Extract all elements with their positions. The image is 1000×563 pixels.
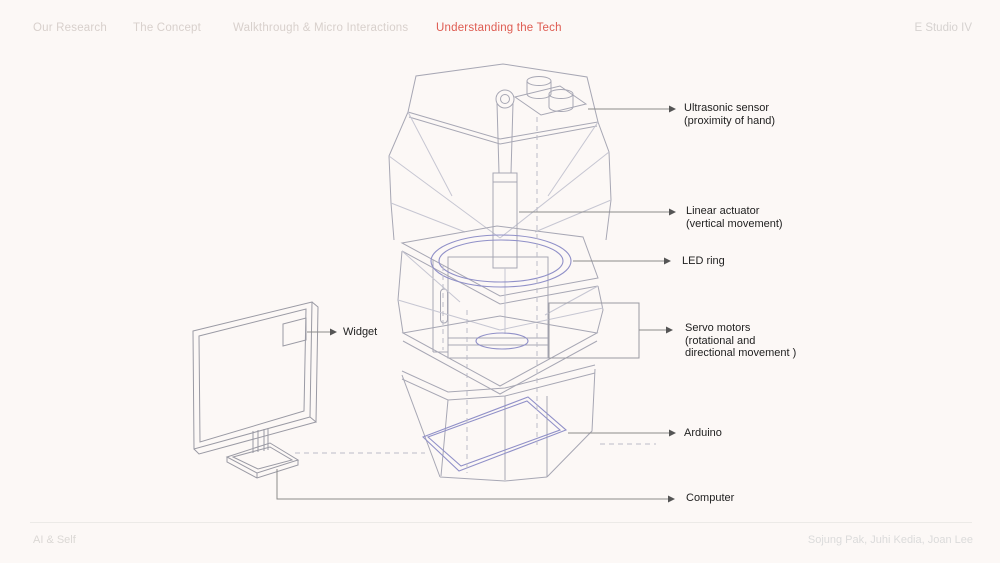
label-led-ring: LED ring [682,255,725,268]
widget-rect [282,317,307,347]
monitor-screen [192,301,313,450]
lower-skirt [397,250,604,334]
servo-disc [475,332,529,350]
nav-understanding-the-tech[interactable]: Understanding the Tech [436,22,562,34]
linear-actuator-part [492,89,518,334]
device-drawing [388,63,612,482]
led-ring-part [430,234,572,288]
arrowheads [330,105,676,503]
led-ring-plate [400,225,599,305]
label-title: Linear actuator [686,205,760,217]
bottom-container [401,364,596,482]
nav-studio-label: E Studio IV [914,22,972,34]
arrow-icon [664,257,671,265]
leader-lines [276,108,669,500]
servo-bracket-box [548,302,640,359]
nav-the-concept[interactable]: The Concept [133,22,202,34]
footer-divider [30,522,972,523]
upper-skirt [388,111,612,241]
servo-plate [401,315,599,395]
monitor-stand [225,428,300,479]
label-title: Ultrasonic sensor [684,102,769,114]
arrow-icon [330,328,337,336]
label-computer: Computer [686,492,734,505]
nav-our-research[interactable]: Our Research [33,22,107,34]
label-title: LED ring [682,255,725,267]
arrow-icon [669,208,676,216]
arrow-icon [668,495,675,503]
label-ultrasonic-sensor: Ultrasonic sensor (proximity of hand) [684,102,775,127]
top-plate [407,63,599,145]
dashed-guides [295,117,656,473]
servo-housing [432,256,549,359]
label-title: Arduino [684,427,722,439]
footer-project-title: AI & Self [33,534,76,546]
nav-walkthrough[interactable]: Walkthrough & Micro Interactions [233,22,409,34]
arrow-icon [669,105,676,113]
label-subtitle: (proximity of hand) [684,114,776,127]
label-subtitle: directional movement ) [685,347,797,359]
label-subtitle: (vertical movement) [686,217,783,230]
arduino-board [421,396,568,472]
label-subtitle: (rotational and [685,334,756,347]
label-arduino: Arduino [684,427,722,440]
monitor-drawing [192,301,319,479]
label-widget: Widget [343,326,377,339]
ultrasonic-sensor-part [513,76,588,116]
arrow-icon [666,326,673,334]
footer-authors: Sojung Pak, Juhi Kedia, Joan Lee [807,534,973,546]
label-servo-motors: Servo motors (rotational and directional… [685,322,796,360]
label-linear-actuator: Linear actuator (vertical movement) [686,205,783,230]
leader-computer [276,469,668,500]
arrow-icon [669,429,676,437]
label-title: Servo motors [685,322,751,334]
label-title: Computer [686,492,735,504]
label-title: Widget [343,326,378,338]
blue-components [421,234,572,472]
